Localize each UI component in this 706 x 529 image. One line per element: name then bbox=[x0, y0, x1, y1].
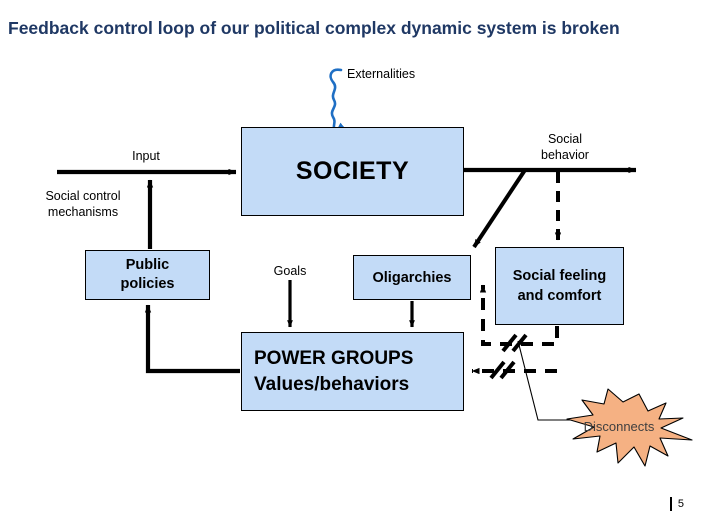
feeling-to-oligarchies-dashed-arrow bbox=[479, 284, 559, 346]
society-to-oligarchies-arrow bbox=[472, 168, 527, 249]
node-society[interactable]: SOCIETY bbox=[241, 127, 464, 216]
label-input: Input bbox=[132, 149, 160, 163]
node-public-policies-label-line1: Public bbox=[125, 257, 170, 273]
node-social-feeling-and-comfort[interactable]: Social feeling and comfort bbox=[495, 247, 624, 325]
label-externalities: Externalities bbox=[347, 67, 416, 81]
label-social-behavior: Social behavior bbox=[541, 132, 589, 162]
node-public-policies[interactable]: Public policies bbox=[85, 250, 210, 300]
disconnects-callout-line bbox=[517, 340, 570, 421]
power-groups-feedback-arrow bbox=[144, 304, 240, 374]
node-society-label: SOCIETY bbox=[295, 157, 410, 185]
starburst-icon bbox=[566, 388, 693, 467]
label-disconnects: Disconnects bbox=[583, 419, 655, 434]
node-public-policies-label-line2: policies bbox=[120, 276, 175, 292]
node-power-groups-label-line1: POWER GROUPS bbox=[254, 347, 414, 369]
disconnect-break-icon-lower bbox=[489, 360, 516, 380]
page-number-value: 5 bbox=[677, 498, 684, 510]
node-social-feeling-label-line1: Social feeling bbox=[512, 268, 607, 284]
page-number-footer: 5 bbox=[669, 497, 684, 511]
page-title: Feedback control loop of our political c… bbox=[8, 18, 620, 38]
node-oligarchies[interactable]: Oligarchies bbox=[353, 255, 471, 300]
node-social-feeling-label-line2: and comfort bbox=[517, 288, 602, 304]
label-social-control-mechanisms: Social control mechanisms bbox=[45, 189, 121, 219]
node-power-groups[interactable]: POWER GROUPS Values/behaviors bbox=[241, 332, 464, 411]
node-power-groups-label-line2: Values/behaviors bbox=[254, 373, 410, 395]
page-number-divider bbox=[669, 497, 672, 511]
node-oligarchies-label: Oligarchies bbox=[372, 269, 452, 286]
disconnect-break-icon-upper bbox=[501, 333, 528, 353]
externalities-squiggle-icon bbox=[329, 68, 346, 134]
label-goals: Goals bbox=[273, 264, 307, 278]
